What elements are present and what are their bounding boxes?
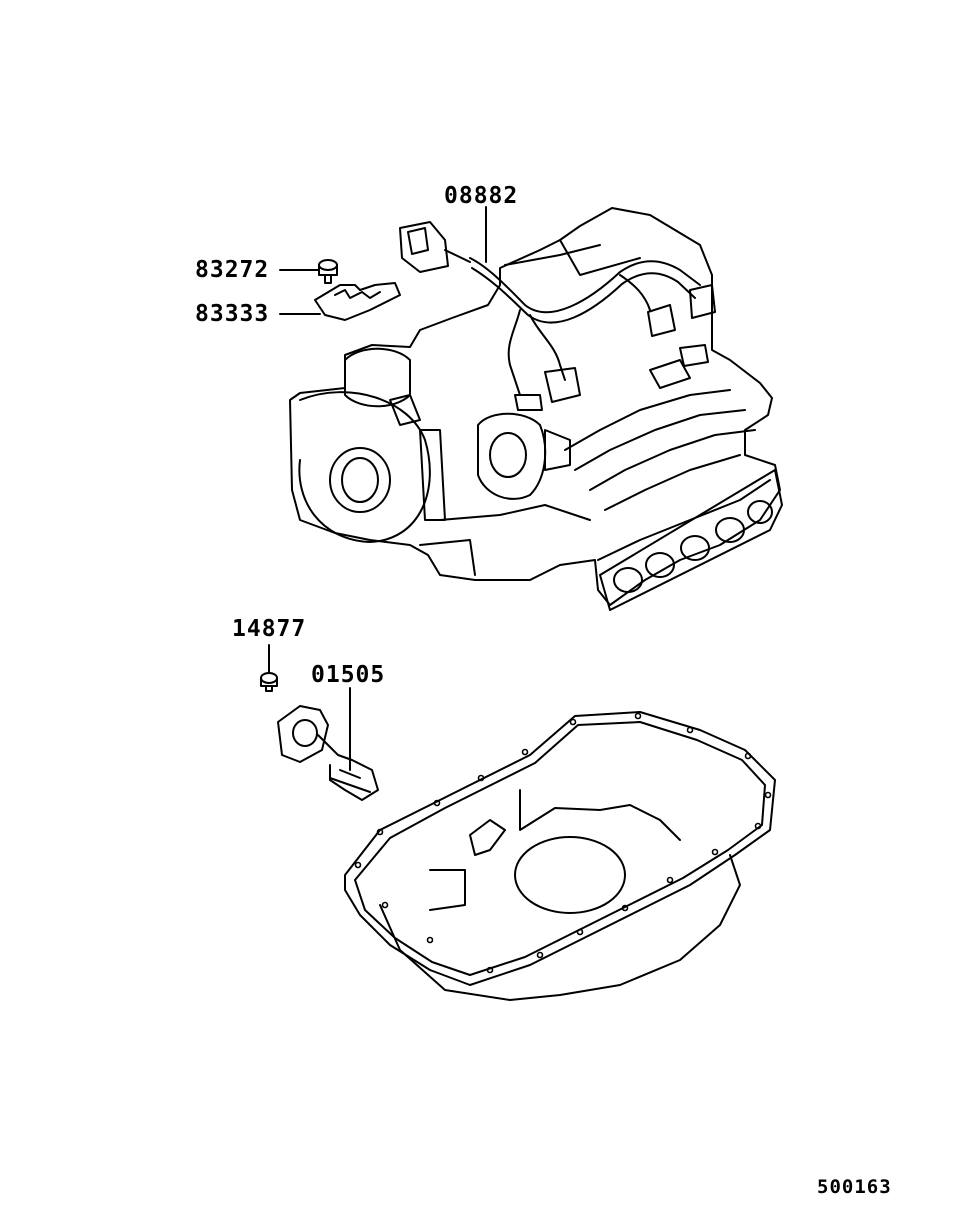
part-number-label: 14877	[232, 616, 307, 642]
bolt-icon	[318, 259, 338, 284]
bracket-icon	[314, 282, 401, 321]
part-number-label: 83272	[195, 257, 270, 283]
oil-pan-bolt-holes	[354, 712, 772, 974]
wiring-harness-icon	[399, 221, 716, 411]
part-number-label: 08882	[444, 183, 519, 209]
screw-icon	[260, 672, 278, 692]
engine-block-icon	[289, 207, 783, 611]
diagram-id: 500163	[817, 1176, 892, 1198]
part-number-label: 01505	[311, 662, 386, 688]
oil-level-sensor-icon	[277, 705, 379, 801]
part-number-label: 83333	[195, 301, 270, 327]
oil-pan-icon	[344, 711, 776, 1001]
